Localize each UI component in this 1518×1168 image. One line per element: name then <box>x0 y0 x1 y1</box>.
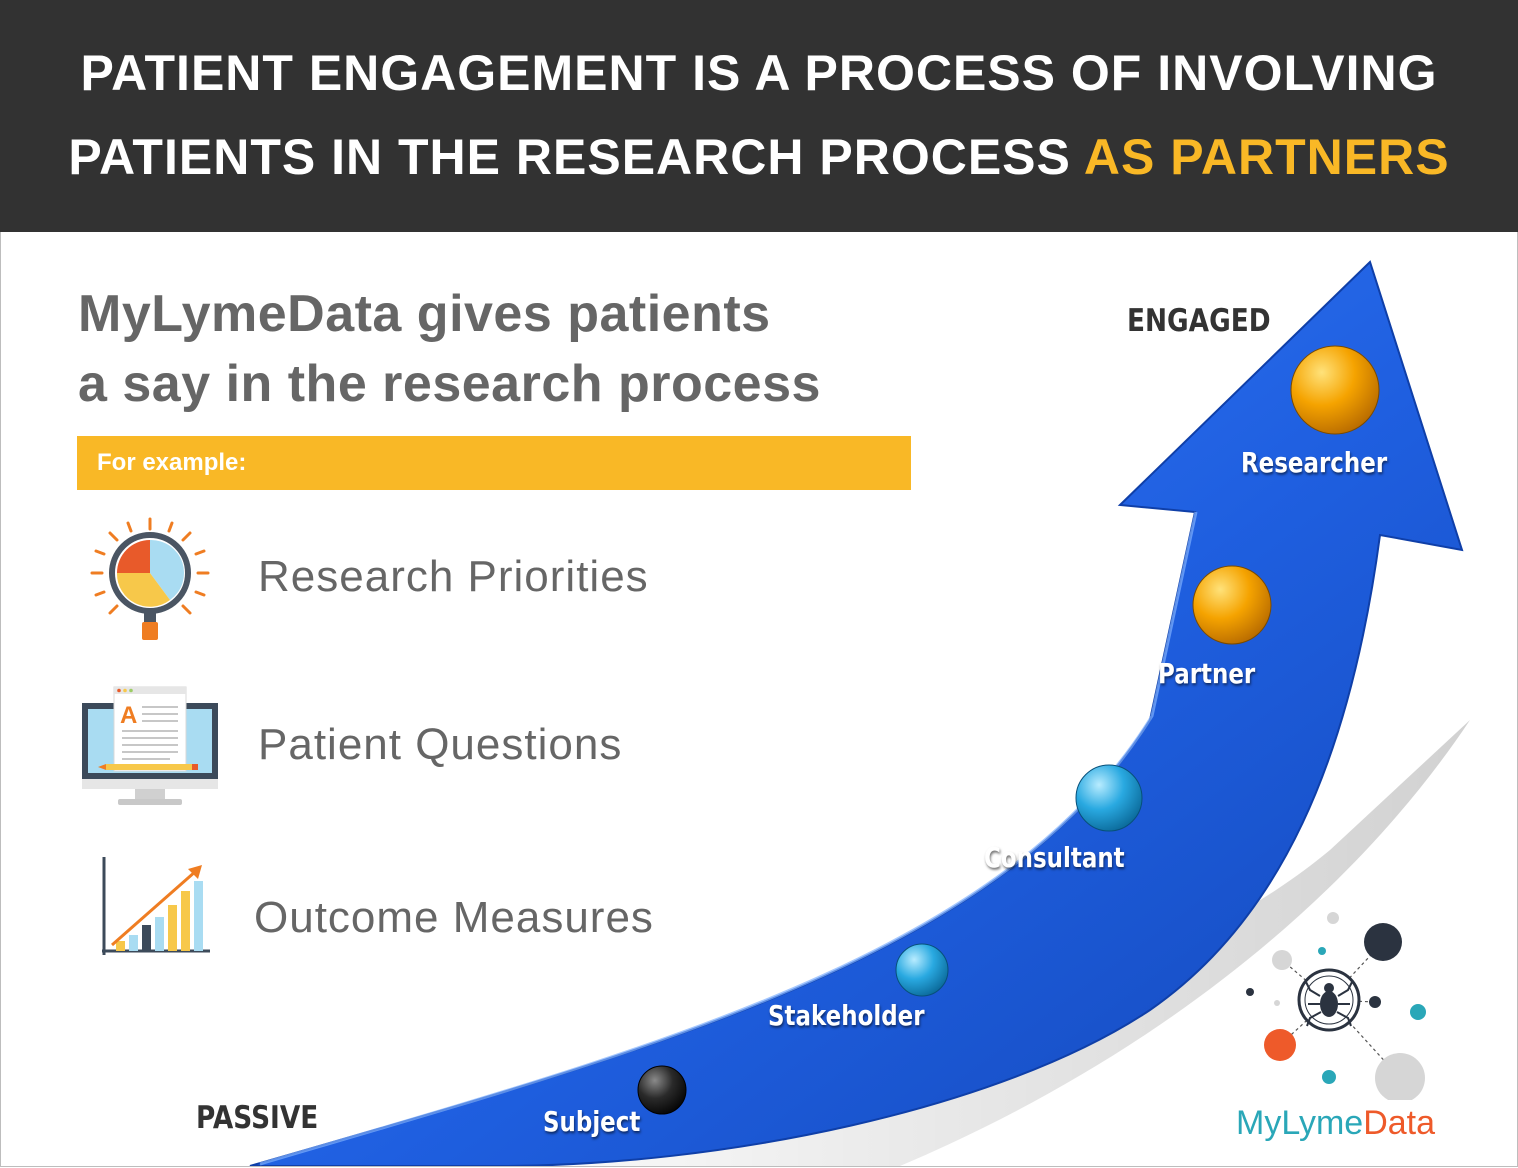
headline-line-1: PATIENT ENGAGEMENT IS A PROCESS OF INVOL… <box>80 45 1438 101</box>
tick-network-logo-icon <box>1246 912 1426 1100</box>
subtitle-line-2: a say in the research process <box>78 355 821 413</box>
svg-text:A: A <box>120 702 137 729</box>
mylymedata-logo-wordmark: MyLymeData <box>1236 1104 1435 1143</box>
headline-line-2-text: PATIENTS IN THE RESEARCH PROCESS <box>68 129 1084 185</box>
item-label-patient-questions: Patient Questions <box>258 720 623 769</box>
stage-label-consultant: Consultant <box>984 841 1125 874</box>
item-label-research-priorities: Research Priorities <box>258 552 649 601</box>
stage-label-researcher: Researcher <box>1241 446 1388 479</box>
stage-label-subject: Subject <box>543 1105 641 1138</box>
headline-line-2: PATIENTS IN THE RESEARCH PROCESS AS PART… <box>0 128 1518 186</box>
headline-accent: AS PARTNERS <box>1083 129 1450 185</box>
logo-text-part2: Data <box>1363 1104 1436 1142</box>
magnifier-pie-chart-icon <box>90 517 210 640</box>
item-label-outcome-measures: Outcome Measures <box>254 893 654 942</box>
passive-label: PASSIVE <box>196 1100 319 1136</box>
ball-stakeholder <box>895 943 949 997</box>
engaged-label: ENGAGED <box>1127 303 1271 339</box>
example-label: For example: <box>97 449 247 476</box>
example-bar: For example: <box>77 436 911 490</box>
header-banner: PATIENT ENGAGEMENT IS A PROCESS OF INVOL… <box>0 0 1518 232</box>
ball-researcher <box>1290 345 1380 435</box>
bar-chart-trend-icon <box>102 857 210 955</box>
subtitle-line-1: MyLymeData gives patients <box>78 285 771 343</box>
logo-text-part1: MyLyme <box>1236 1104 1364 1142</box>
stage-label-stakeholder: Stakeholder <box>768 999 925 1032</box>
stage-label-partner: Partner <box>1158 657 1256 690</box>
ball-subject <box>637 1065 687 1115</box>
monitor-document-icon: A <box>82 686 218 805</box>
ball-partner <box>1192 565 1272 645</box>
ball-consultant <box>1075 764 1143 832</box>
